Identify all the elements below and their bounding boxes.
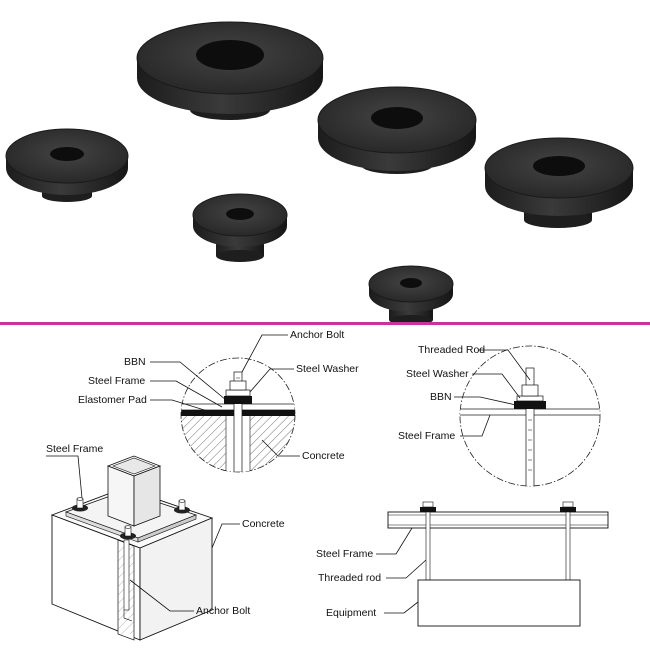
corner-bolt-right [174, 499, 190, 514]
label-steel-frame-susp: Steel Frame [316, 548, 373, 560]
label-equipment: Equipment [326, 607, 376, 619]
rod-detail: Threaded Rod Steel Washer BBN Steel Fram… [398, 344, 601, 487]
washer-small-2 [368, 265, 454, 325]
label-steel-frame-left: Steel Frame [88, 375, 145, 387]
suspension-diagram: Steel Frame Threaded rod Equipment [316, 501, 609, 627]
washer-large-2 [317, 86, 477, 174]
label-bbn-right: BBN [430, 391, 452, 403]
label-steel-washer-right: Steel Washer [406, 368, 469, 380]
label-threaded-rod-susp: Threaded rod [318, 572, 381, 584]
label-bbn-left: BBN [124, 356, 146, 368]
washer-medium [5, 128, 129, 202]
washer-large-1 [136, 21, 324, 120]
washer-large-3 [484, 137, 634, 228]
label-concrete-iso: Concrete [242, 518, 285, 530]
corner-bolt-front [120, 525, 136, 540]
label-steel-frame-right: Steel Frame [398, 430, 455, 442]
label-threaded-rod-detail: Threaded Rod [418, 344, 485, 356]
label-elastomer-pad: Elastomer Pad [78, 394, 147, 406]
label-anchor-bolt-iso: Anchor Bolt [196, 605, 250, 617]
label-steel-washer-left: Steel Washer [296, 363, 359, 375]
washer-photo [5, 21, 634, 325]
isometric-block: Steel Frame Concrete Anchor Bolt [46, 443, 285, 641]
corner-bolt-left [72, 497, 88, 512]
label-concrete-detail: Concrete [302, 450, 345, 462]
label-steel-frame-iso: Steel Frame [46, 443, 103, 455]
washer-small-1 [192, 193, 288, 262]
divider-line [0, 322, 650, 325]
label-anchor-bolt-top: Anchor Bolt [290, 329, 344, 341]
